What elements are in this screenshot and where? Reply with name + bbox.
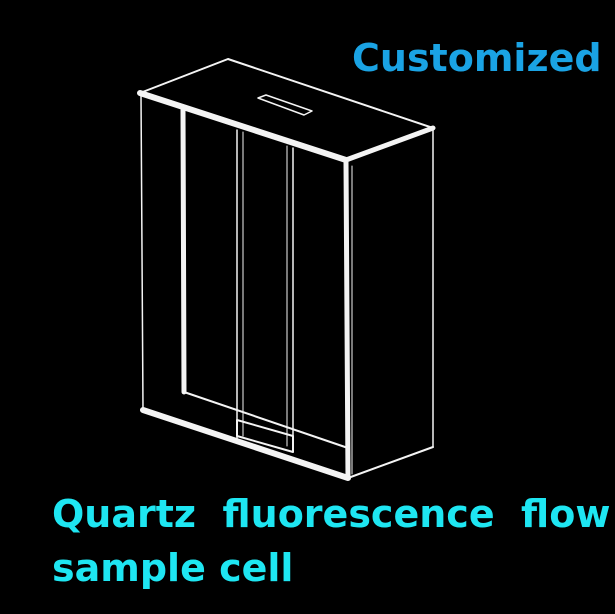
- cell-inlet-slot: [257, 94, 313, 116]
- customized-badge: Customized: [352, 36, 602, 80]
- product-title: Quartz fluorescence flow sample cell: [52, 487, 610, 595]
- product-title-line-1: Quartz fluorescence flow: [52, 492, 611, 536]
- product-title-line-2: sample cell: [52, 546, 294, 590]
- flow-channel: [236, 129, 294, 453]
